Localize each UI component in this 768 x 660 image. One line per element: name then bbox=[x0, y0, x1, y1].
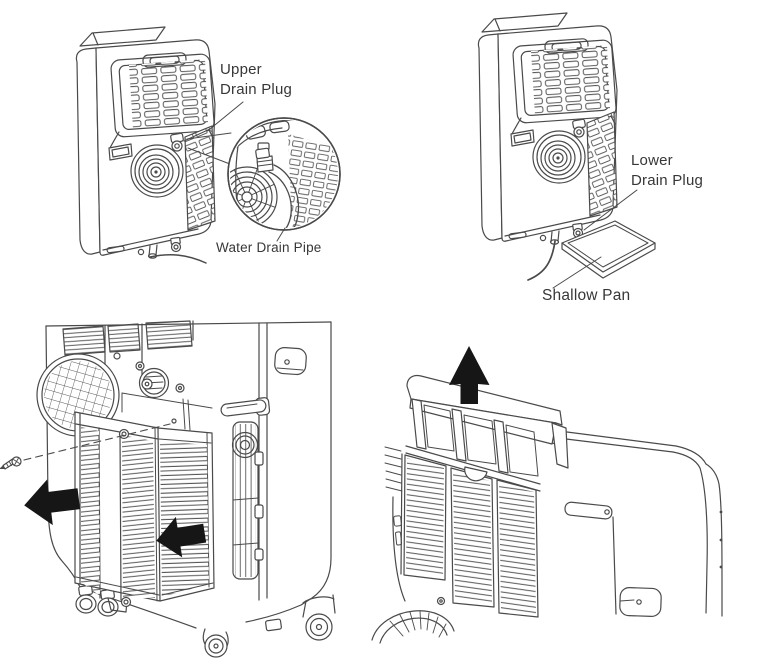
lower-drain-plug-label: Lower Drain Plug bbox=[631, 152, 704, 189]
leader-line-pan bbox=[552, 256, 602, 289]
leader-line-lower-plug bbox=[583, 189, 638, 231]
ac-unit-rear-view bbox=[75, 26, 216, 259]
shallow-pan-illustration bbox=[561, 220, 656, 279]
drain-plug-detail-inset bbox=[227, 117, 341, 231]
ac-unit-rear-view bbox=[477, 12, 618, 245]
screw-alignment-dashed-line bbox=[23, 423, 171, 461]
handle-slot bbox=[220, 397, 271, 417]
upper-drain-plug-label: Upper Drain Plug bbox=[220, 61, 293, 98]
panel-filter-removal bbox=[371, 346, 723, 644]
left-arrow-icon bbox=[24, 479, 81, 526]
panel-lower-drain-plug bbox=[477, 12, 656, 289]
water-drain-pipe-label: Water Drain Pipe bbox=[216, 240, 322, 255]
drain-outlet-fitting bbox=[135, 361, 185, 399]
shallow-pan-label: Shallow Pan bbox=[542, 287, 631, 304]
callout-lines bbox=[186, 132, 232, 165]
leader-line-water-pipe bbox=[276, 227, 286, 242]
side-slat-fragments bbox=[384, 446, 403, 546]
side-handle-cutout bbox=[274, 346, 307, 376]
panel-grille-removal bbox=[0, 320, 336, 658]
panel-upper-drain-plug bbox=[75, 26, 341, 264]
fan-grille bbox=[36, 352, 121, 437]
filter-pocket bbox=[231, 421, 264, 580]
leader-line-upper-plug bbox=[183, 101, 244, 142]
water-drain-pipe-on-floor bbox=[149, 254, 207, 264]
caster-wheels bbox=[75, 584, 336, 658]
fan-grille-partial bbox=[371, 596, 455, 644]
upper-drain-plug-detail bbox=[255, 142, 274, 173]
brick-grille-detail bbox=[288, 134, 338, 227]
filter-panel-illustration bbox=[400, 374, 569, 618]
left-arrow-icon bbox=[156, 516, 207, 558]
drain-hose bbox=[527, 240, 556, 281]
up-arrow-icon bbox=[449, 346, 490, 404]
filter-frame-behind bbox=[121, 392, 213, 431]
top-vent-slats bbox=[62, 320, 194, 378]
screw-icon bbox=[0, 456, 22, 470]
